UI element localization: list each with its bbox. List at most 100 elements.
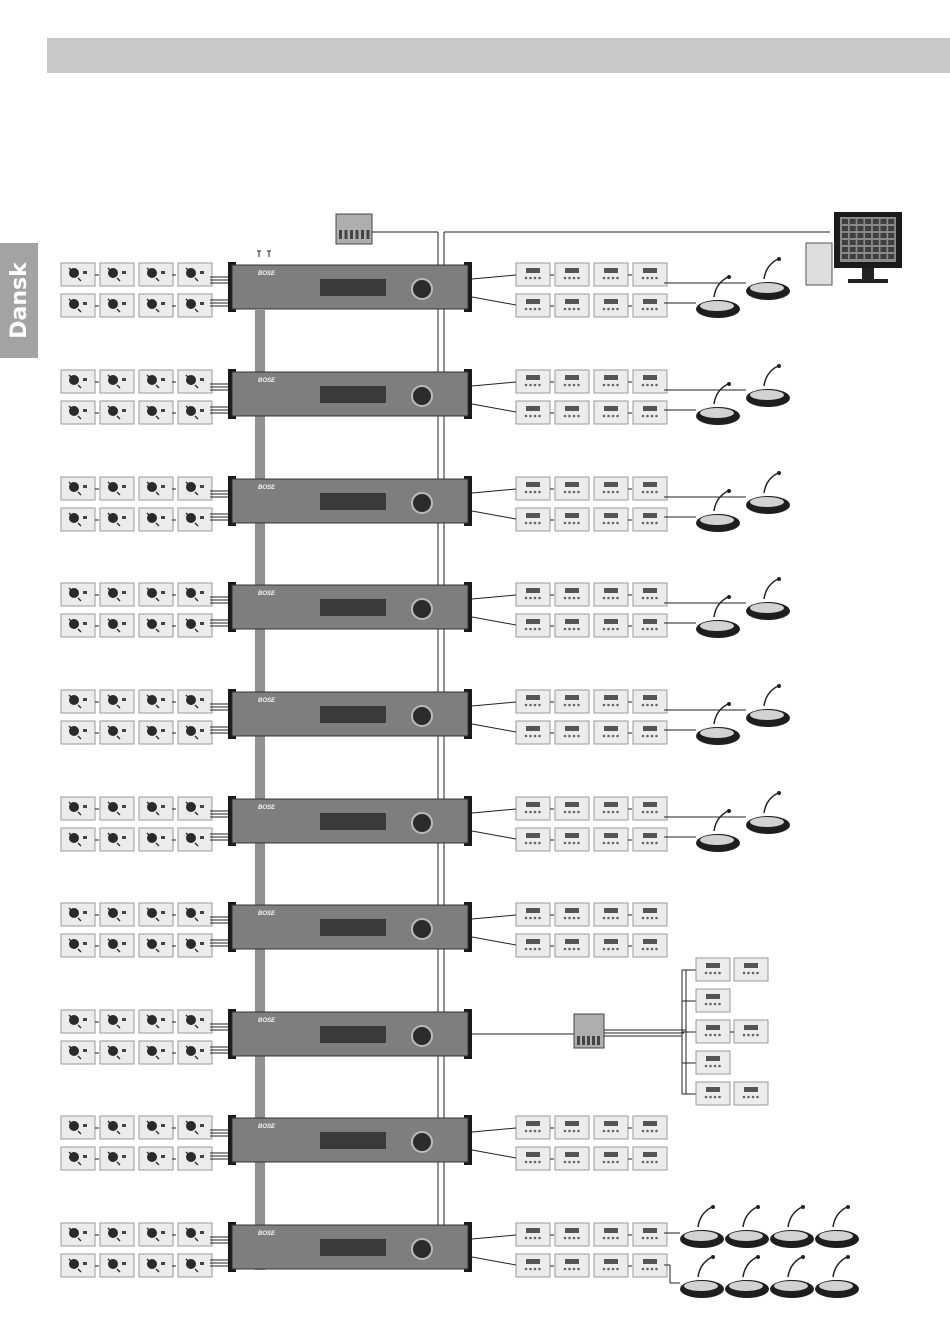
screen-cell <box>881 254 887 259</box>
display-icon <box>526 406 540 411</box>
button-icon <box>655 1130 658 1133</box>
speaker-panel <box>178 903 212 926</box>
button-icon <box>538 1268 541 1271</box>
button-icon <box>529 1268 532 1271</box>
button-icon <box>529 1237 532 1240</box>
indicator-icon <box>122 805 126 808</box>
button-icon <box>655 277 658 280</box>
brand-logo: BOSE <box>258 911 276 917</box>
amplifier-display <box>320 919 386 936</box>
button-icon <box>573 597 576 600</box>
display-icon <box>604 908 618 913</box>
panel-frame <box>555 401 589 424</box>
microphone-icon <box>788 1207 802 1227</box>
button-icon <box>568 1161 571 1164</box>
speaker-panel <box>139 477 173 500</box>
speaker-panel <box>178 1041 212 1064</box>
button-icon <box>538 1237 541 1240</box>
button-icon <box>568 628 571 631</box>
amplifier-unit: BOSE <box>228 262 472 312</box>
speaker-panel <box>61 903 95 926</box>
button-icon <box>646 1130 649 1133</box>
screen-cell <box>881 226 887 231</box>
button-icon <box>714 1065 717 1068</box>
control-panel <box>555 1254 589 1277</box>
station-keypad <box>774 1231 808 1241</box>
speaker-panel <box>61 1223 95 1246</box>
indicator-icon <box>83 805 87 808</box>
display-icon <box>706 1087 720 1092</box>
button-icon <box>568 597 571 600</box>
button-icon <box>603 1237 606 1240</box>
expander-port <box>577 1036 580 1045</box>
indicator-icon <box>83 485 87 488</box>
amplifier-display <box>320 493 386 510</box>
speaker-panel <box>100 1254 134 1277</box>
display-icon <box>706 994 720 999</box>
indicator-icon <box>83 1262 87 1265</box>
screen-cell <box>857 247 863 252</box>
screen-cell <box>888 233 894 238</box>
button-icon <box>525 308 528 311</box>
button-icon <box>564 1237 567 1240</box>
button-icon <box>603 415 606 418</box>
wire <box>472 1257 516 1265</box>
brand-logo: BOSE <box>258 805 276 811</box>
button-icon <box>655 491 658 494</box>
button-icon <box>538 384 541 387</box>
control-panel <box>633 828 667 851</box>
screen-cell <box>850 240 856 245</box>
wire <box>472 617 516 625</box>
display-icon <box>565 833 579 838</box>
button-icon <box>568 1237 571 1240</box>
indicator-icon <box>200 1262 204 1265</box>
button-icon <box>573 384 576 387</box>
display-icon <box>643 1228 657 1233</box>
computer <box>806 212 902 285</box>
screen-cell <box>888 247 894 252</box>
speaker-panel <box>178 1147 212 1170</box>
display-icon <box>643 1121 657 1126</box>
panel-frame <box>516 903 550 926</box>
button-icon <box>603 735 606 738</box>
microphone-tip <box>846 1255 850 1259</box>
button-icon <box>525 704 528 707</box>
speaker-panel <box>100 614 134 637</box>
button-icon <box>525 917 528 920</box>
panel-frame <box>594 903 628 926</box>
indicator-icon <box>83 1124 87 1127</box>
indicator-icon <box>83 409 87 412</box>
button-icon <box>743 972 746 975</box>
microphone-icon <box>698 1257 712 1277</box>
display-icon <box>526 833 540 838</box>
rack-9: BOSE <box>61 1115 667 1170</box>
button-icon <box>655 917 658 920</box>
amplifier-unit: BOSE <box>228 1115 472 1165</box>
button-icon <box>538 917 541 920</box>
button-icon <box>655 811 658 814</box>
button-icon <box>525 1268 528 1271</box>
speaker-panel <box>178 1223 212 1246</box>
button-icon <box>568 735 571 738</box>
switch-port <box>361 230 364 239</box>
indicator-icon <box>200 942 204 945</box>
button-icon <box>577 308 580 311</box>
speaker-panel <box>139 1116 173 1139</box>
button-icon <box>538 842 541 845</box>
panel-frame <box>594 1254 628 1277</box>
control-panel <box>516 828 550 851</box>
button-icon <box>603 597 606 600</box>
screen-cell <box>881 219 887 224</box>
button-icon <box>603 811 606 814</box>
indicator-icon <box>122 622 126 625</box>
panel-frame <box>555 263 589 286</box>
button-icon <box>747 1034 750 1037</box>
button-icon <box>607 1237 610 1240</box>
switch-port <box>339 230 342 239</box>
display-icon <box>643 1259 657 1264</box>
indicator-icon <box>161 1124 165 1127</box>
speaker-panel <box>100 1223 134 1246</box>
button-icon <box>651 735 654 738</box>
speaker-panel <box>178 797 212 820</box>
display-icon <box>526 726 540 731</box>
